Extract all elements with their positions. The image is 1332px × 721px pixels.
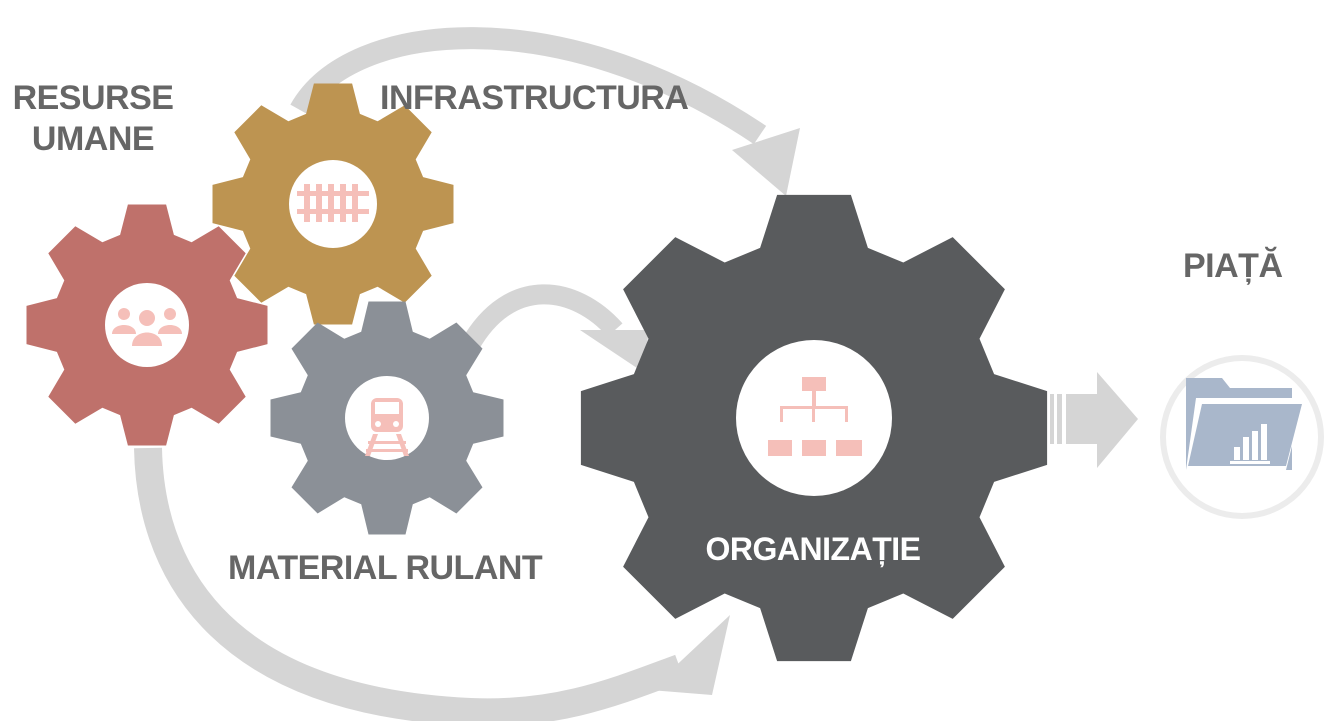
- label-material-rulant: MATERIAL RULANT: [228, 549, 543, 587]
- arrow-shaft: [1066, 394, 1098, 444]
- arc-middle: [461, 284, 623, 351]
- arrow-resurse-to-organizatie: [134, 447, 730, 721]
- arrow-stripe-1: [1050, 394, 1054, 444]
- label-resurse-line2: UMANE: [31, 120, 155, 159]
- arrow-material-to-organizatie: [461, 284, 650, 370]
- arrowhead-middle: [580, 330, 650, 370]
- people-group-icon: [112, 308, 182, 346]
- label-organizatie: ORGANIZAȚIE: [705, 531, 921, 567]
- label-infrastructura: INFRASTRUCTURA: [380, 79, 689, 117]
- railway-track-icon: [297, 184, 369, 222]
- train-icon: [365, 398, 409, 456]
- arc-top: [290, 27, 767, 145]
- arrow-stripe-2: [1057, 394, 1062, 444]
- org-chart-icon: [768, 377, 862, 456]
- label-resurse-line1: RESURSE: [12, 79, 174, 117]
- arrow-organizatie-to-piata: [1050, 372, 1138, 468]
- arrowhead-bottom: [650, 615, 730, 695]
- arc-bottom: [134, 447, 685, 721]
- arrow-infrastructura-to-organizatie: [290, 27, 800, 196]
- folder-chart-icon: [1186, 378, 1304, 470]
- label-piata: PIAȚĂ: [1183, 247, 1283, 285]
- label-resurse-umane: RESURSE UMANE: [8, 78, 178, 161]
- arrowhead-top: [732, 128, 800, 196]
- arrowhead-right: [1097, 372, 1138, 468]
